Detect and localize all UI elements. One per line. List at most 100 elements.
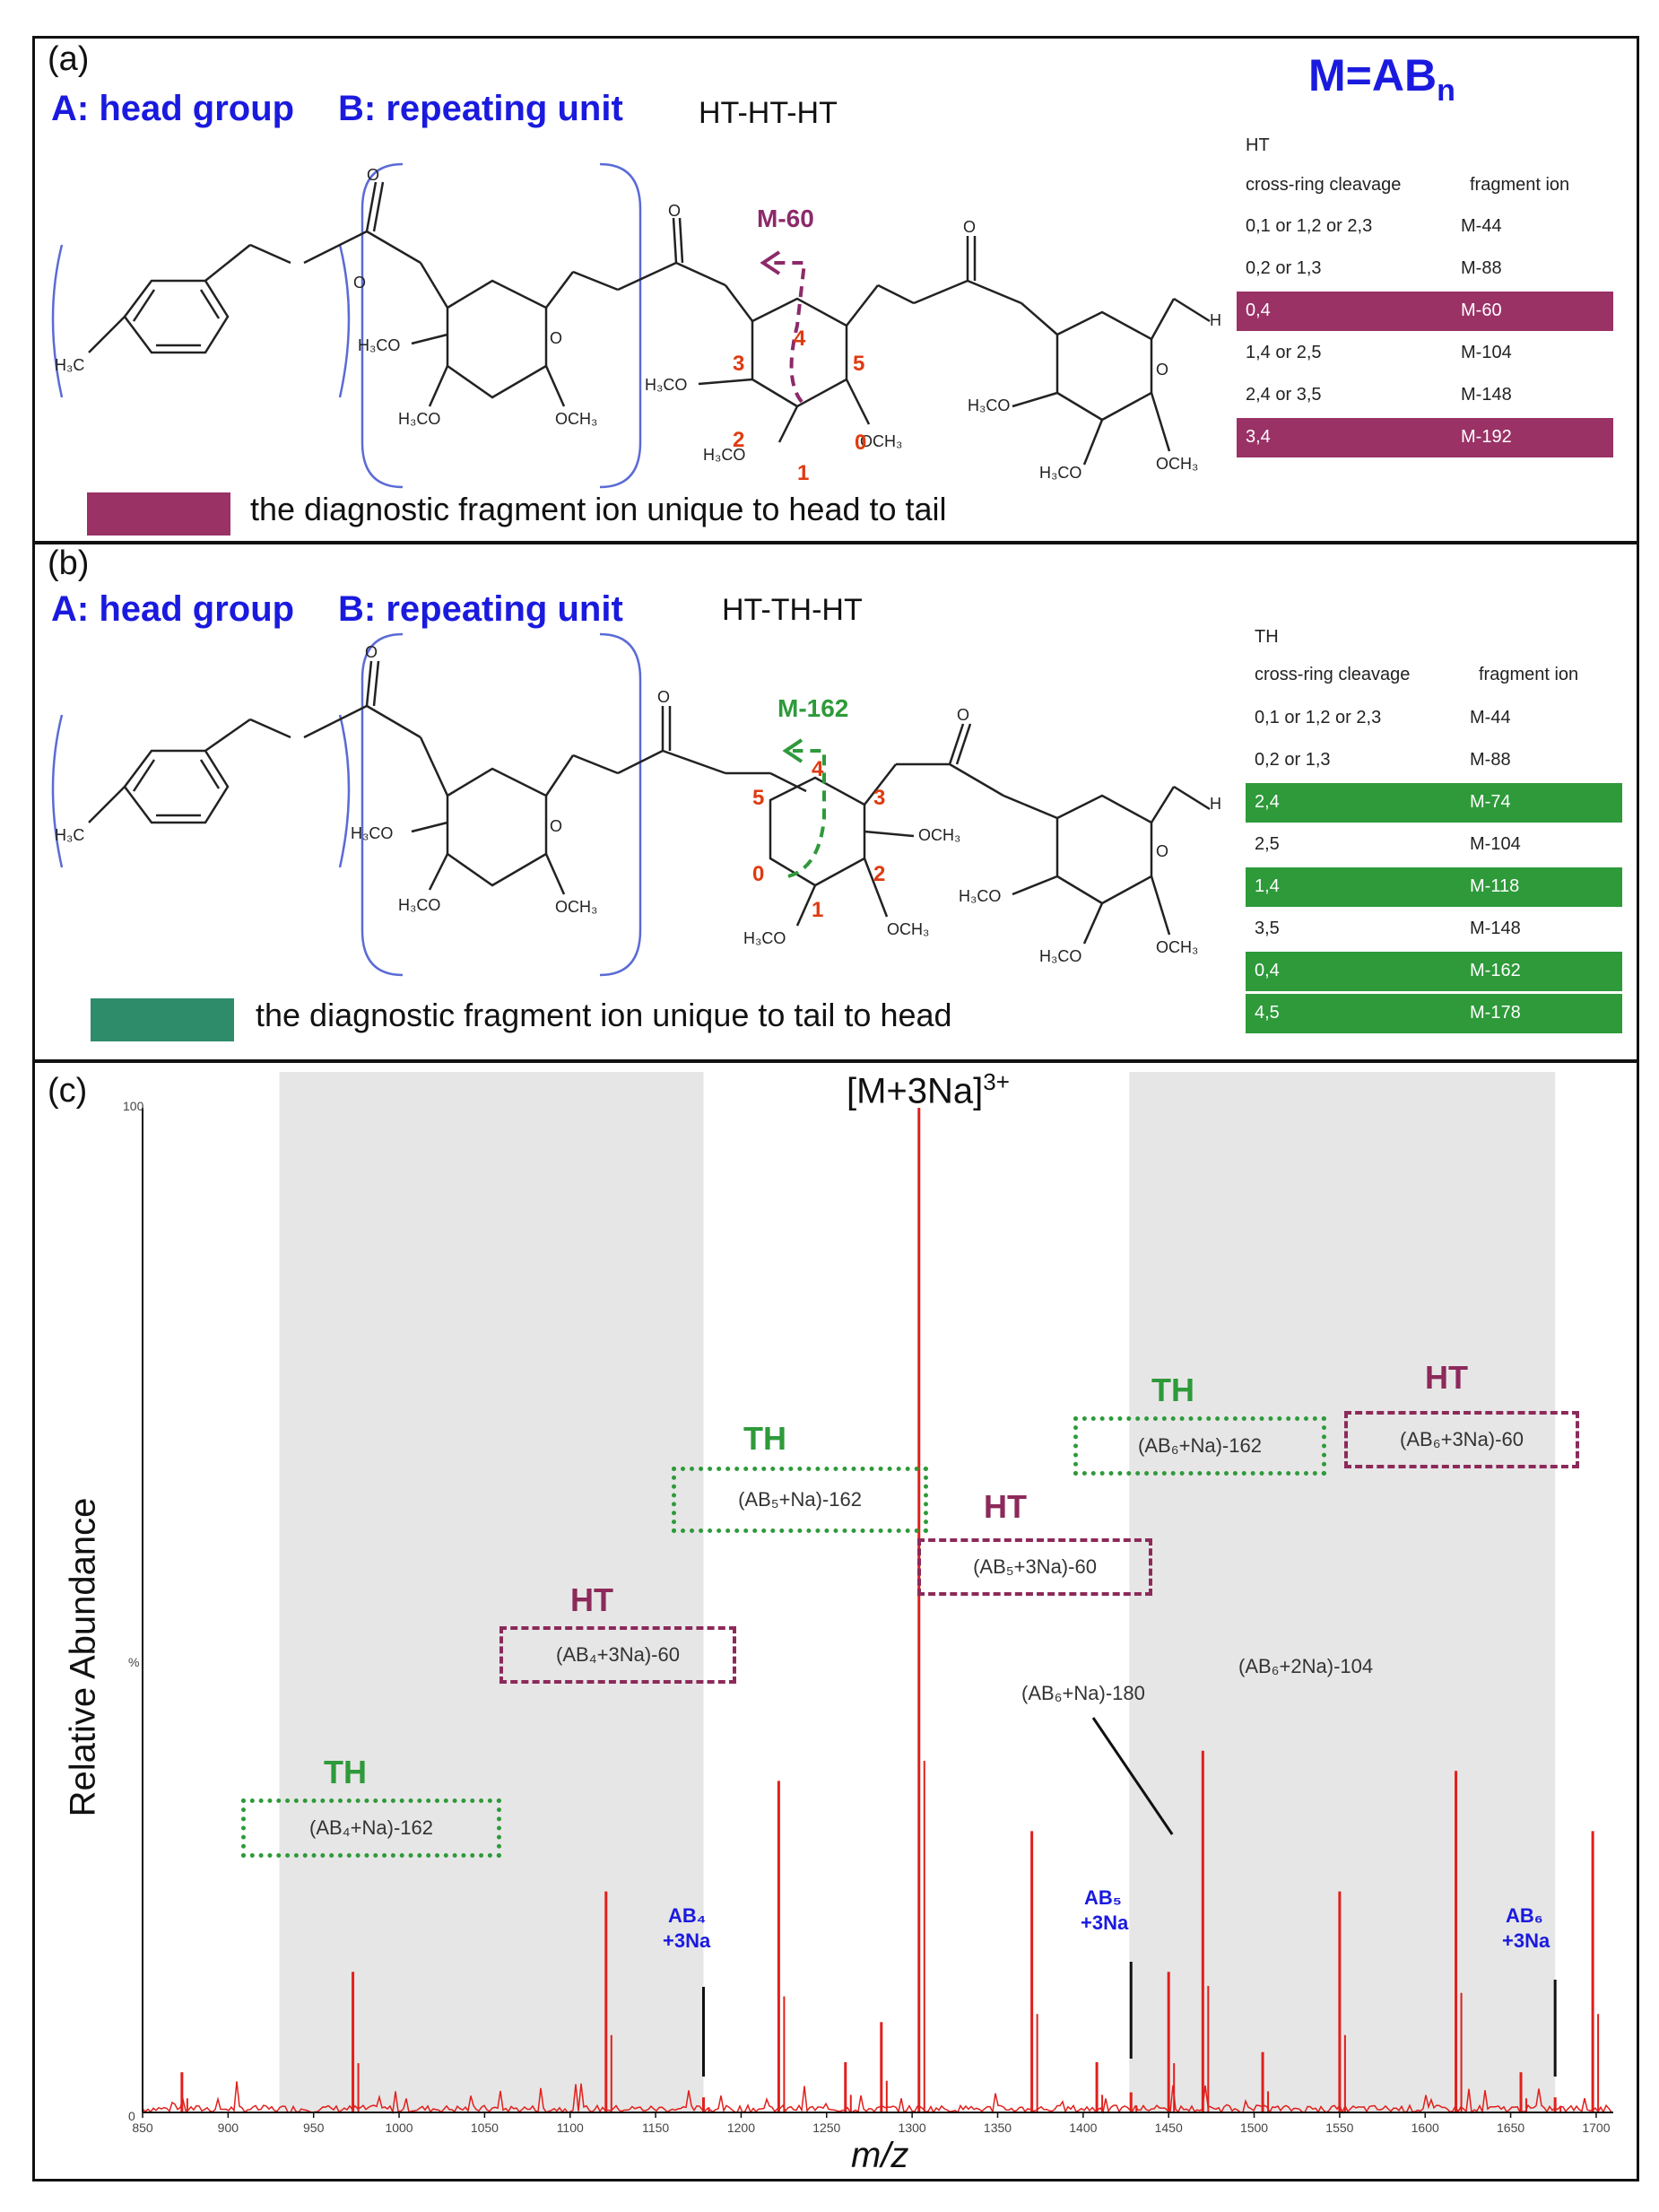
- ring-number-a-6: 0: [855, 431, 866, 455]
- annotation-ht-ab6-title: HT: [1425, 1359, 1468, 1396]
- table-b-ion: M-178: [1470, 1003, 1521, 1023]
- ring-number-a-1: 3: [733, 352, 744, 376]
- chem-h3co-b4: H₃CO: [959, 887, 1001, 905]
- blue-label-ab5-line2: +3Na: [1081, 1912, 1129, 1934]
- chart-axes: [142, 1108, 1613, 2113]
- chem-h-a: H: [1210, 311, 1221, 329]
- shaded-range: [1129, 1072, 1556, 2112]
- table-a-cleavage: 0,2 or 1,3: [1246, 258, 1322, 278]
- y-axis-label: Relative Abundance: [63, 1497, 103, 1817]
- blue-label-ab6-line2: +3Na: [1502, 1929, 1550, 1952]
- ring-number-a-3: 5: [853, 352, 864, 376]
- x-tick-label: 1400: [1069, 2121, 1097, 2135]
- table-b-cleavage: 1,4: [1255, 876, 1280, 896]
- panel-a: (a) A: head group B: repeating unit HT-H…: [32, 36, 1639, 544]
- table-a-ion: M-44: [1461, 216, 1502, 236]
- formula-text: M=AB: [1308, 50, 1438, 100]
- table-a-cleavage: 1,4 or 2,5: [1246, 343, 1322, 362]
- x-tick-label: 1300: [899, 2121, 926, 2135]
- annotation-ht-ab4-title: HT: [570, 1581, 613, 1618]
- ring-number-b-5: 2: [873, 862, 885, 886]
- y-tick-100: 100: [123, 1099, 144, 1113]
- chem-o-a5: O: [963, 218, 976, 236]
- chem-och3-b2: OCH₃: [887, 920, 929, 938]
- ring-number-a-4: 2: [733, 428, 744, 452]
- table-b-ion: M-74: [1470, 792, 1511, 812]
- chem-o-a1: O: [353, 274, 366, 292]
- table-b-row: 3,5 M-148: [1246, 910, 1622, 949]
- table-b-row: 1,4 M-118: [1246, 867, 1622, 907]
- table-b-ion: M-162: [1470, 961, 1521, 980]
- chem-o-a4: O: [668, 202, 681, 220]
- chem-o-b1: O: [365, 643, 378, 661]
- x-tick-label: 950: [303, 2121, 325, 2135]
- table-a-ion: M-192: [1461, 427, 1512, 447]
- x-tick-label: 1450: [1155, 2121, 1183, 2135]
- panel-b-label: (b): [48, 544, 90, 582]
- shaded-range: [279, 1072, 704, 2112]
- panel-a-linkage: HT-HT-HT: [699, 96, 838, 130]
- ring-number-a-5: 1: [797, 461, 809, 485]
- annotation-th-ab6-box: (AB₆+Na)-162: [1073, 1416, 1326, 1476]
- ring-number-b-1: 5: [752, 786, 764, 810]
- x-axis-label: m/z: [851, 2136, 909, 2175]
- annotation-th-ab5-title: TH: [743, 1420, 786, 1457]
- x-tick-label: 1350: [984, 2121, 1012, 2135]
- table-b-ion: M-118: [1470, 876, 1520, 896]
- table-b-cleavage: 0,2 or 1,3: [1255, 750, 1331, 770]
- table-b-row: 0,4 M-162: [1246, 952, 1622, 991]
- ring-number-b-6: 1: [812, 898, 823, 922]
- table-b-cleavage: 0,4: [1255, 961, 1280, 980]
- panel-b-repeat-title: B: repeating unit: [338, 589, 623, 629]
- leader-ab6-na-180: [1091, 1717, 1174, 1835]
- annotation-ht-ab4-box: (AB₄+3Na)-60: [499, 1626, 736, 1684]
- x-tick-label: 1600: [1411, 2121, 1439, 2135]
- x-tick-label: 850: [132, 2121, 153, 2135]
- top-peak-label: [M+3Na]3+: [847, 1068, 1010, 1111]
- molecule-b: M-162 H₃C H₃CO H₃CO OCH₃ H₃CO OCH₃ OCH₃ …: [51, 632, 1221, 977]
- panel-a-label: (a): [48, 40, 90, 78]
- chem-och3-a2: OCH₃: [860, 432, 902, 450]
- x-tick-label: 1050: [471, 2121, 499, 2135]
- spectrum-baseline: [142, 2081, 1612, 2115]
- table-b-ion: M-44: [1470, 708, 1511, 727]
- annotation-th-ab4-box: (AB₄+Na)-162: [241, 1798, 501, 1858]
- formula-subscript: n: [1437, 74, 1455, 108]
- formula-label: M=ABn: [1308, 49, 1455, 109]
- chem-h3co-b3: H₃CO: [743, 929, 786, 947]
- panel-b: (b) A: head group B: repeating unit HT-T…: [32, 542, 1639, 1062]
- table-a-ion: M-148: [1461, 385, 1512, 405]
- table-b-cleavage: 2,4: [1255, 792, 1280, 812]
- blue-label-ab5-line1: AB₅: [1084, 1886, 1122, 1909]
- chem-h3c-a: H₃C: [55, 356, 84, 374]
- molecule-a: M-60 H₃C H₃CO H₃CO OCH₃ H₃CO H₃CO OCH₃ H…: [51, 162, 1221, 489]
- chem-och3-b3: OCH₃: [918, 826, 960, 844]
- chem-och3-b4: OCH₃: [1156, 938, 1198, 956]
- chem-h3co-a2: H₃CO: [398, 410, 440, 428]
- chem-o-a3: O: [550, 329, 562, 347]
- annotation-th-ab4-title: TH: [324, 1754, 367, 1790]
- y-tick-percent: %: [128, 1655, 140, 1669]
- chem-o-a6: O: [1156, 361, 1168, 379]
- x-tick-label: 1650: [1497, 2121, 1524, 2135]
- table-b-ion: M-148: [1470, 919, 1521, 938]
- table-b-cleavage: 3,5: [1255, 919, 1280, 938]
- table-b-row: 2,4 M-74: [1246, 783, 1622, 823]
- table-a-title: HT: [1246, 135, 1270, 155]
- x-tick-label: 1500: [1240, 2121, 1268, 2135]
- chem-o-a2: O: [367, 166, 379, 184]
- chem-och3-a3: OCH₃: [1156, 455, 1198, 473]
- panel-a-repeat-title: B: repeating unit: [338, 89, 623, 128]
- ring-number-a-2: 4: [794, 327, 806, 351]
- chem-h3co-b1: H₃CO: [351, 824, 393, 842]
- chem-h3co-a5: H₃CO: [968, 396, 1010, 414]
- y-tick-0: 0: [128, 2109, 135, 2123]
- panel-b-head-title: A: head group: [51, 589, 295, 629]
- chem-h3co-b2: H₃CO: [398, 896, 440, 914]
- legend-swatch-a: [87, 492, 230, 536]
